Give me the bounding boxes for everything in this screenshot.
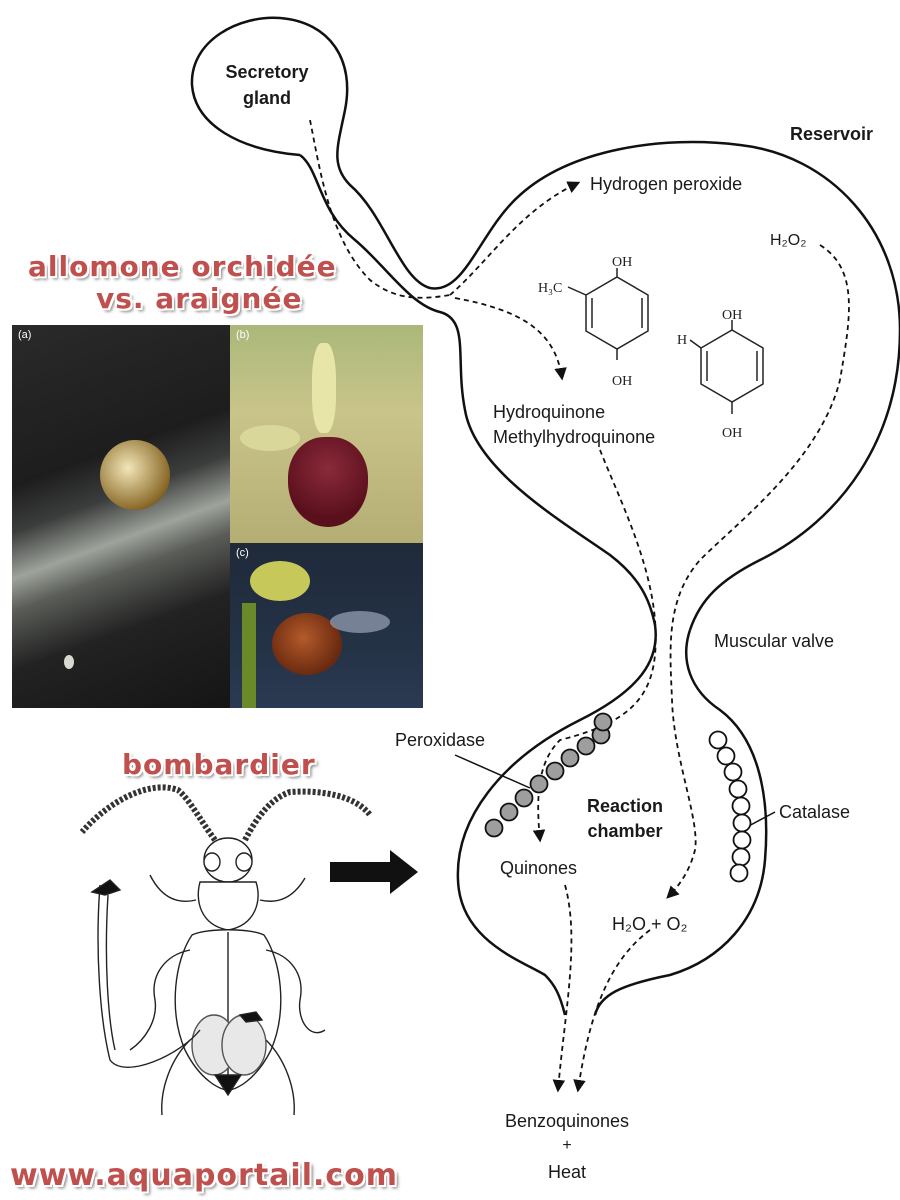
flow-arrow-hydrogen-peroxide (449, 181, 581, 296)
photo-orchid: (b) (230, 325, 423, 543)
label-methylhydroquinone: Methylhydroquinone (493, 427, 655, 447)
photo-label-c: (c) (236, 547, 249, 559)
bombardier-beetle-illustration (79, 784, 373, 1116)
orchid-sepal (250, 561, 310, 601)
orchid-stem (242, 603, 256, 708)
label-h2o2: H₂O₂ (770, 232, 806, 249)
label-chamber: chamber (587, 821, 662, 841)
molecule-2-oh-bottom: OH (722, 426, 742, 441)
flow-arrow-h2o2-down (666, 244, 850, 899)
molecule-2-substituent: H (677, 333, 687, 348)
label-reaction: Reaction (587, 796, 663, 816)
reaction-chamber-outline-right (593, 629, 768, 1016)
label-h2o-o2: H₂O + O₂ (612, 914, 688, 934)
label-catalase: Catalase (779, 802, 850, 822)
bee-wing (330, 611, 390, 633)
molecule-1-oh-bottom: OH (612, 374, 632, 389)
flow-arrow-water-out (573, 929, 651, 1093)
orchid-lip (288, 437, 368, 527)
website-watermark: www.aquaportail.com (10, 1158, 399, 1193)
orchid-title-line-2: vs. araignée (96, 282, 303, 315)
spider-body (100, 440, 170, 510)
molecule-2-oh-top: OH (722, 308, 742, 323)
gland-duct (309, 119, 451, 299)
orchid-petal-left (240, 425, 300, 451)
molecule-methylhydroquinone (567, 268, 649, 360)
big-arrow-icon (330, 850, 418, 894)
flow-arrow-hydroquinone (454, 297, 567, 381)
molecule-1-substituent: H₃C (538, 281, 562, 296)
orchid-column (312, 343, 336, 433)
photo-label-a: (a) (18, 329, 32, 341)
molecule-1-oh-top: OH (612, 255, 632, 270)
flow-arrow-quinone-path (532, 449, 657, 843)
label-secretory: Secretory (225, 62, 308, 82)
label-plus: + (562, 1137, 571, 1154)
label-hydroquinone: Hydroquinone (493, 402, 605, 422)
bombardier-title: bombardier (122, 748, 316, 781)
label-hydrogen-peroxide: Hydrogen peroxide (590, 174, 742, 194)
label-gland: gland (243, 88, 291, 108)
orchid-title-line-1: allomone orchidée (28, 250, 337, 283)
gland-inner-outline (299, 154, 657, 626)
label-benzoquinones: Benzoquinones (505, 1111, 629, 1131)
peroxidase-pointer (454, 754, 531, 789)
photo-bee-orchid: (c) (230, 543, 423, 708)
peroxidase-granules (484, 712, 613, 838)
label-reservoir: Reservoir (790, 124, 873, 144)
label-heat: Heat (548, 1162, 586, 1182)
label-quinones: Quinones (500, 858, 577, 878)
catalase-granules (708, 730, 752, 883)
photo-spider: (a) (12, 325, 230, 708)
label-muscular-valve: Muscular valve (714, 631, 834, 651)
photo-label-b: (b) (236, 329, 250, 341)
label-peroxidase: Peroxidase (395, 730, 485, 750)
flow-arrow-quinones-out (552, 884, 573, 1093)
reaction-chamber-outline (456, 624, 657, 1016)
spider-silk-drop (64, 655, 74, 669)
gland-outline (190, 16, 900, 631)
molecule-hydroquinone (689, 320, 764, 414)
